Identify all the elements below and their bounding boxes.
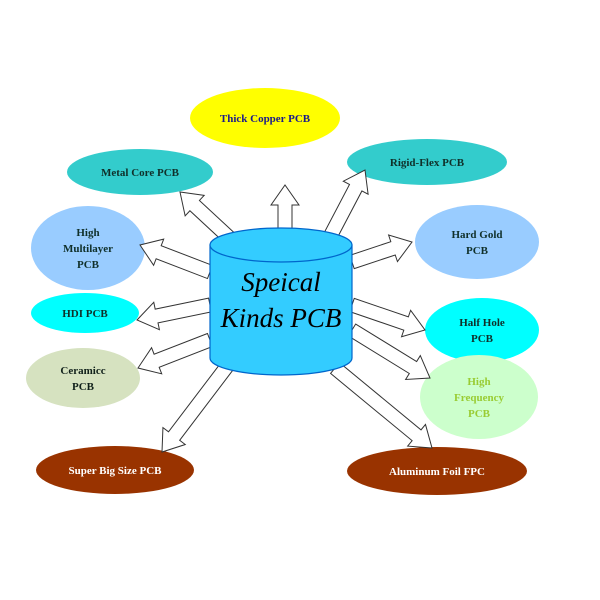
node-label: PCB [471,333,494,345]
node-ellipse [36,446,194,494]
node-metal-core: Metal Core PCB [67,149,213,195]
cylinder-top [209,227,353,263]
arrow-to-ceramicc [137,332,214,375]
center-title: Speical [241,267,320,297]
node-label: PCB [466,245,489,257]
arrow-to-super-big-size [161,360,235,453]
node-label: PCB [72,381,95,393]
node-label: HDI PCB [62,308,108,320]
node-ellipse [67,149,213,195]
arrow-to-hdi [136,297,212,331]
node-aluminum-foil: Aluminum Foil FPC [347,447,527,495]
node-label: Half Hole [459,317,505,329]
node-ellipse [415,205,539,279]
node-ellipse [31,293,139,333]
node-ellipse [31,206,145,290]
node-label: PCB [77,259,100,271]
node-label: PCB [468,408,491,420]
node-label: Hard Gold [451,229,502,241]
node-ellipse [190,88,340,148]
arrow-to-aluminum-foil [329,361,433,449]
arrow-to-high-frequency [347,323,431,380]
node-ellipse [347,139,507,185]
node-label: Super Big Size PCB [68,465,162,477]
cylinder-body [209,244,353,376]
node-ellipse [425,298,539,362]
node-label: Ceramicc [60,365,105,377]
node-label: Rigid-Flex PCB [390,157,465,169]
center-title: Kinds PCB [220,303,342,333]
node-label: Aluminum Foil FPC [389,466,485,478]
node-ellipse [26,348,140,408]
node-label: High [76,227,99,239]
node-thick-copper: Thick Copper PCB [190,88,340,148]
node-ellipse [347,447,527,495]
node-label: Frequency [454,392,504,404]
node-rigid-flex: Rigid-Flex PCB [347,139,507,185]
node-label: Multilayer [63,243,113,255]
node-label: Thick Copper PCB [220,113,311,125]
node-super-big-size: Super Big Size PCB [36,446,194,494]
node-label: Metal Core PCB [101,167,180,179]
node-ellipse [420,355,538,439]
arrow-to-hard-gold [349,234,413,270]
node-label: High [467,376,490,388]
node-hdi: HDI PCB [31,293,139,333]
arrow-to-half-hole [349,297,426,338]
arrow-to-high-multilayer [139,238,214,280]
